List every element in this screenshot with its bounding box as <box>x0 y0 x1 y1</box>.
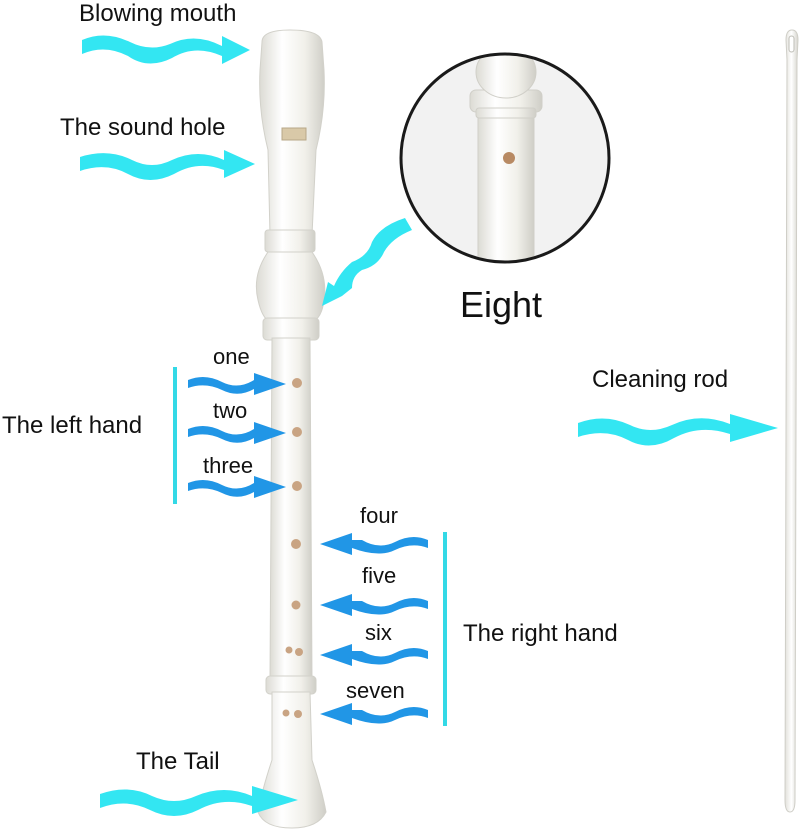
label-sound-hole: The sound hole <box>60 114 226 141</box>
label-four: four <box>360 503 398 528</box>
label-two: two <box>213 398 248 423</box>
blue-arrows-right <box>320 533 428 725</box>
arrow-tail <box>100 786 298 816</box>
label-cleaning-rod: Cleaning rod <box>592 366 729 393</box>
thumb-hole-zoom <box>399 52 611 264</box>
label-right-hand: The right hand <box>463 620 618 647</box>
label-six: six <box>365 620 392 645</box>
label-one: one <box>213 344 250 369</box>
label-three: three <box>203 453 254 478</box>
label-eight: Eight <box>460 284 543 325</box>
right-hand-bracket <box>443 532 447 726</box>
label-seven: seven <box>346 678 405 703</box>
cleaning-rod <box>784 29 799 813</box>
arrow-blowing-mouth <box>82 35 250 64</box>
label-tail: The Tail <box>136 748 220 775</box>
label-left-hand: The left hand <box>2 412 143 439</box>
label-five: five <box>362 563 397 588</box>
finger-holes <box>282 378 303 718</box>
cyan-arrows <box>80 35 778 816</box>
left-hand-bracket <box>173 367 177 504</box>
blue-arrows-left <box>188 373 286 498</box>
arrow-cleaning-rod <box>578 414 778 446</box>
label-blowing-mouth: Blowing mouth <box>79 0 237 27</box>
arrow-sound-hole <box>80 150 255 180</box>
arrow-eight <box>322 218 412 306</box>
